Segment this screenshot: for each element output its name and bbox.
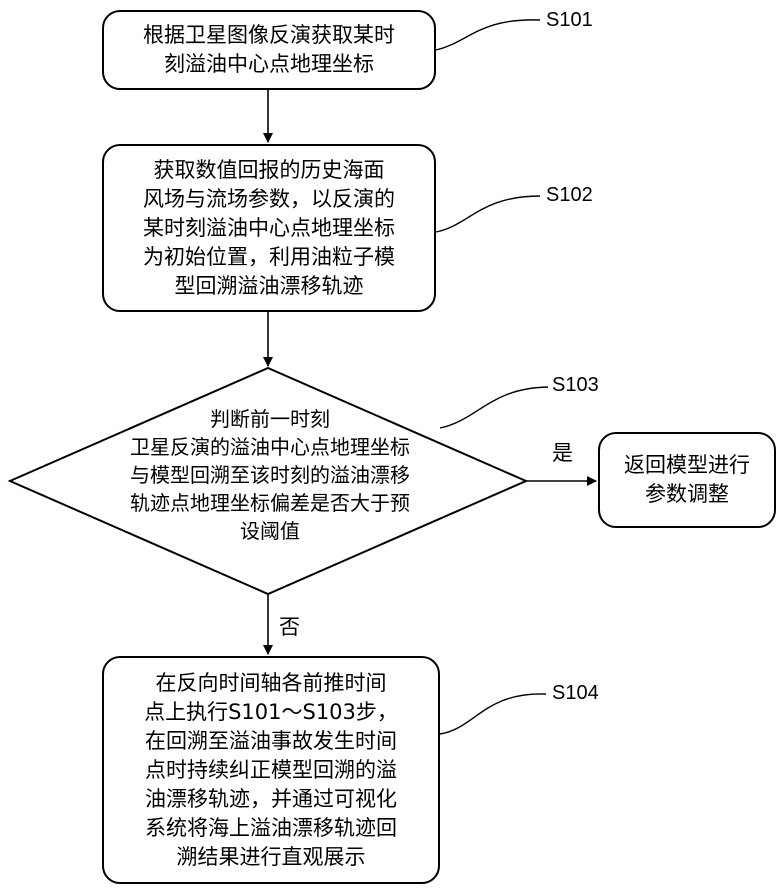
branch-label-no: 否 (279, 611, 300, 641)
step-box-s104: 在反向时间轴各前推时间 点上执行S101～S103步， 在回溯至溢油事故发生时间… (102, 656, 440, 884)
leader-s102 (436, 196, 540, 232)
step-box-s102: 获取数值回报的历史海面 风场与流场参数，以反演的 某时刻溢油中心点地理坐标 为初… (102, 144, 436, 312)
adjust-text: 返回模型进行 参数调整 (624, 451, 750, 509)
branch-label-yes: 是 (552, 437, 573, 467)
step-text-s101: 根据卫星图像反演获取某时 刻溢油中心点地理坐标 (143, 21, 395, 79)
decision-text-s103: 判断前一时刻 卫星反演的溢油中心点地理坐标 与模型回溯至该时刻的溢油漂移 轨迹点… (70, 405, 470, 545)
step-id-s103: S103 (552, 374, 599, 397)
step-id-s102: S102 (546, 184, 593, 207)
leader-s101 (436, 20, 540, 50)
step-text-s102: 获取数值回报的历史海面 风场与流场参数，以反演的 某时刻溢油中心点地理坐标 为初… (143, 156, 395, 301)
step-box-s101: 根据卫星图像反演获取某时 刻溢油中心点地理坐标 (102, 10, 436, 90)
step-id-s104: S104 (552, 682, 599, 705)
step-text-s104: 在反向时间轴各前推时间 点上执行S101～S103步， 在回溯至溢油事故发生时间… (144, 669, 398, 872)
leader-s104 (440, 694, 546, 734)
step-id-s101: S101 (546, 9, 593, 32)
adjust-box: 返回模型进行 参数调整 (598, 432, 776, 528)
